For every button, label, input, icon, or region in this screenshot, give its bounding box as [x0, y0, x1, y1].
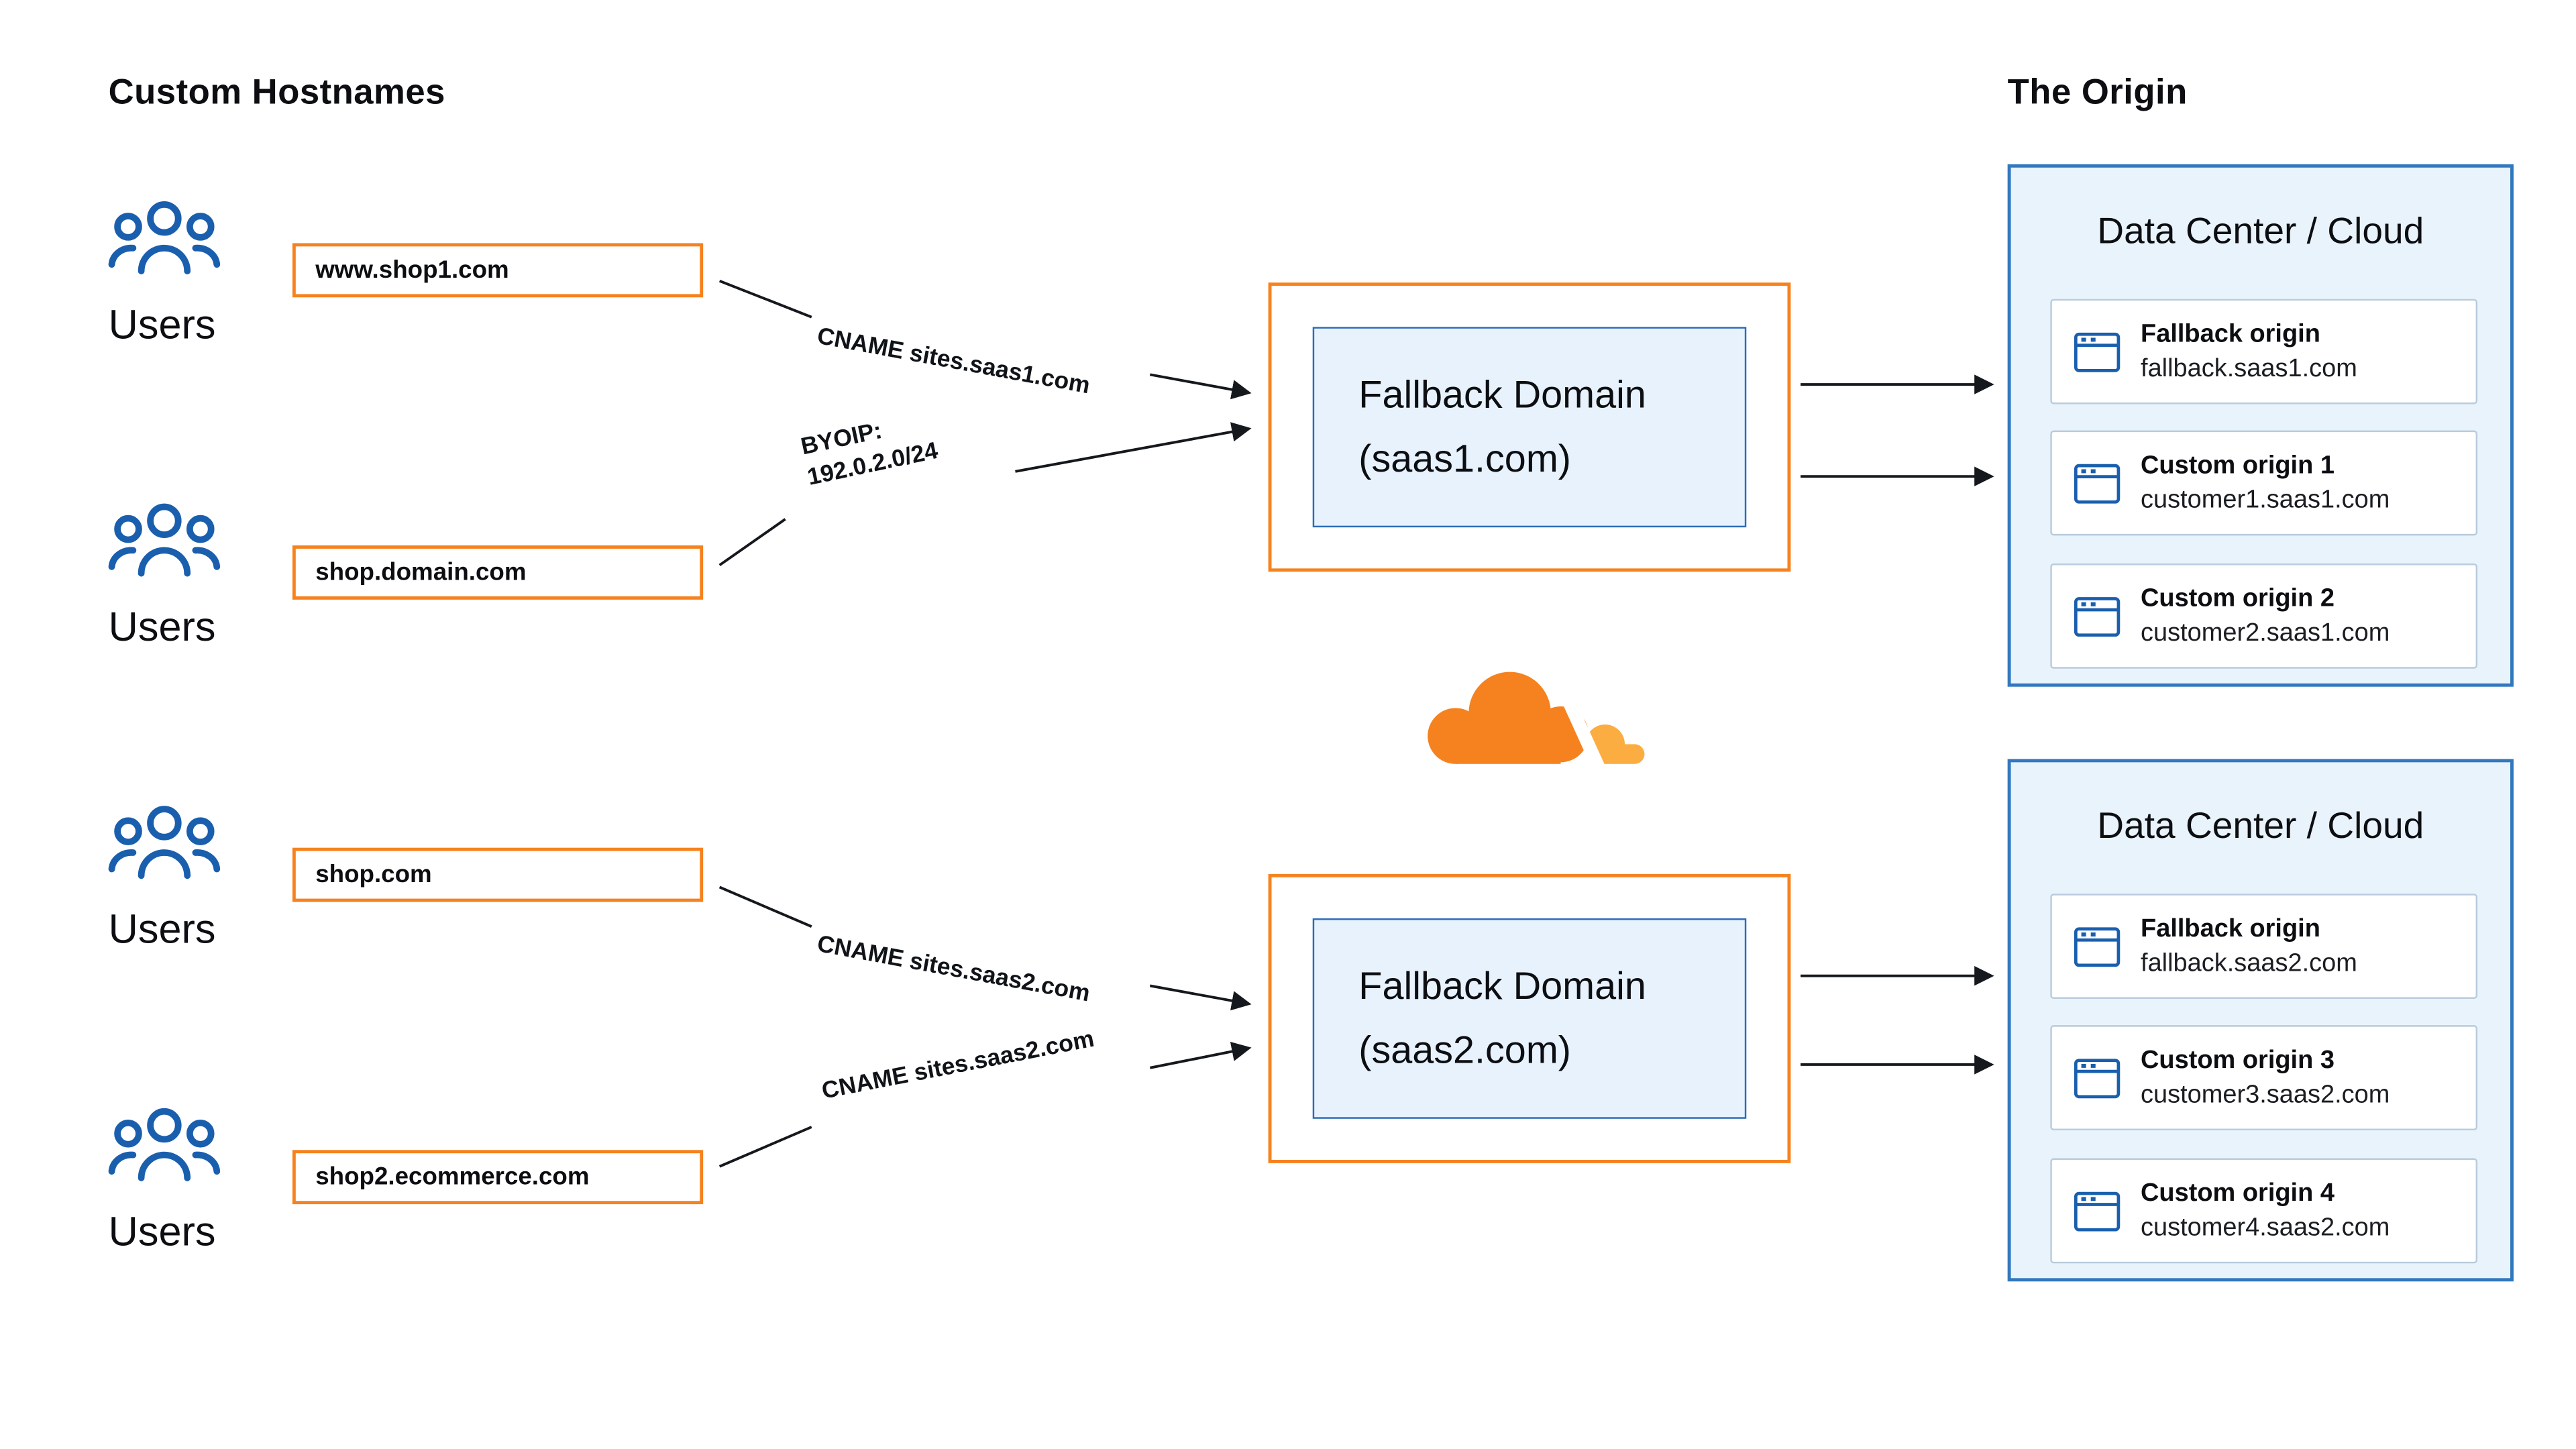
- users-icon: [108, 503, 221, 577]
- browser-window-icon: [2074, 1191, 2121, 1231]
- data-center-title: Data Center / Cloud: [2097, 805, 2424, 847]
- user-group-2: Users: [105, 502, 253, 652]
- origin-text: Custom origin 4 customer4.saas2.com: [2141, 1179, 2390, 1243]
- fallback-domain-inner: Fallback Domain (saas1.com): [1312, 327, 1747, 528]
- origin-host: fallback.saas1.com: [2141, 354, 2357, 382]
- users-icon: [108, 1108, 221, 1181]
- browser-window-icon: [2074, 926, 2121, 967]
- origin-text: Custom origin 1 customer1.saas1.com: [2141, 451, 2390, 515]
- origin-name: Fallback origin: [2141, 914, 2320, 943]
- browser-window-icon: [2074, 463, 2121, 503]
- fallback-domain-box-2: Fallback Domain (saas2.com): [1268, 873, 1791, 1163]
- arrow-hostname2-seg2: [1015, 422, 1252, 473]
- arrow-hostname4-seg2: [1149, 1041, 1252, 1069]
- fallback-domain-subtitle: (saas2.com): [1358, 1028, 1571, 1071]
- data-center-panel-2: Data Center / Cloud Fallback origin fall…: [2007, 759, 2514, 1282]
- origin-item-custom2-saas1: Custom origin 2 customer2.saas1.com: [2050, 564, 2478, 669]
- users-icon: [108, 806, 221, 879]
- hostname-label: shop.com: [315, 861, 432, 889]
- the-origin-heading: The Origin: [2007, 72, 2188, 112]
- data-center-panel-1: Data Center / Cloud Fallback origin fall…: [2007, 164, 2514, 687]
- arrow-hostname4-seg1: [718, 1126, 812, 1168]
- users-label: Users: [108, 302, 216, 349]
- hostname-box-4: shop2.ecommerce.com: [292, 1150, 704, 1205]
- arrow-hostname1-seg1: [718, 279, 812, 319]
- origin-host: customer3.saas2.com: [2141, 1080, 2390, 1108]
- arrow-hostname3-seg1: [718, 885, 812, 928]
- users-label: Users: [108, 906, 216, 953]
- user-group-4: Users: [105, 1108, 253, 1257]
- fallback-domain-title: Fallback Domain: [1358, 372, 1646, 416]
- hostname-box-3: shop.com: [292, 847, 704, 902]
- users-label: Users: [108, 1209, 216, 1256]
- browser-window-icon: [2074, 1058, 2121, 1097]
- origin-item-fallback-saas1: Fallback origin fallback.saas1.com: [2050, 299, 2478, 405]
- browser-window-icon: [2074, 596, 2121, 636]
- origin-host: customer1.saas1.com: [2141, 485, 2390, 514]
- arrow-hostname2-seg1: [718, 518, 786, 567]
- fallback-domain-box-1: Fallback Domain (saas1.com): [1268, 282, 1791, 572]
- origin-item-custom1-saas1: Custom origin 1 customer1.saas1.com: [2050, 430, 2478, 536]
- origin-item-custom4-saas2: Custom origin 4 customer4.saas2.com: [2050, 1158, 2478, 1264]
- origin-text: Custom origin 2 customer2.saas1.com: [2141, 584, 2390, 649]
- origin-name: Custom origin 2: [2141, 584, 2334, 612]
- origin-text: Fallback origin fallback.saas1.com: [2141, 319, 2357, 384]
- origin-name: Custom origin 4: [2141, 1179, 2334, 1207]
- hostname-box-1: www.shop1.com: [292, 243, 704, 298]
- fallback-domain-subtitle: (saas1.com): [1358, 437, 1571, 480]
- fallback-domain-inner: Fallback Domain (saas2.com): [1312, 918, 1747, 1119]
- hostname-label: shop.domain.com: [315, 558, 527, 587]
- hostname-label: shop2.ecommerce.com: [315, 1163, 590, 1191]
- origin-text: Fallback origin fallback.saas2.com: [2141, 914, 2357, 979]
- origin-text: Custom origin 3 customer3.saas2.com: [2141, 1046, 2390, 1110]
- users-icon: [108, 201, 221, 274]
- origin-host: customer2.saas1.com: [2141, 619, 2390, 647]
- arrow-hostname1-seg2: [1149, 373, 1252, 400]
- origin-item-custom3-saas2: Custom origin 3 customer3.saas2.com: [2050, 1025, 2478, 1130]
- origin-host: fallback.saas2.com: [2141, 949, 2357, 977]
- browser-window-icon: [2074, 331, 2121, 372]
- arrow-hostname3-seg2: [1149, 984, 1252, 1011]
- origin-name: Fallback origin: [2141, 319, 2320, 347]
- user-group-1: Users: [105, 201, 253, 350]
- origin-name: Custom origin 1: [2141, 451, 2334, 479]
- custom-hostnames-heading: Custom Hostnames: [108, 72, 445, 112]
- origin-item-fallback-saas2: Fallback origin fallback.saas2.com: [2050, 894, 2478, 999]
- hostname-box-2: shop.domain.com: [292, 545, 704, 600]
- users-label: Users: [108, 604, 216, 651]
- user-group-3: Users: [105, 805, 253, 955]
- fallback-domain-title: Fallback Domain: [1358, 964, 1646, 1008]
- origin-host: customer4.saas2.com: [2141, 1213, 2390, 1242]
- hostname-label: www.shop1.com: [315, 256, 509, 284]
- data-center-title: Data Center / Cloud: [2097, 210, 2424, 252]
- origin-name: Custom origin 3: [2141, 1045, 2334, 1074]
- cloudflare-logo: [1428, 672, 1645, 773]
